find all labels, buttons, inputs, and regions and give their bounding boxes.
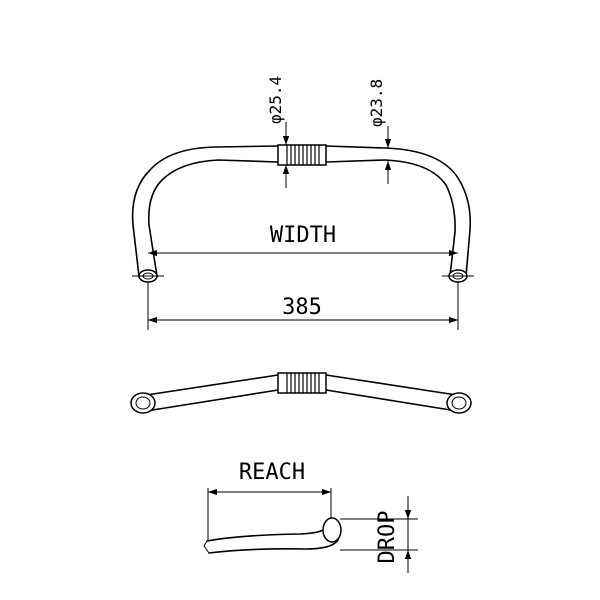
drop-label: DROP [375,511,400,564]
bar-outer-outline [131,145,472,277]
clamp-diameter-label: φ25.4 [266,76,285,124]
top-view [130,372,472,414]
drop-dimension: DROP [340,496,418,573]
reach-label: REACH [239,460,305,485]
front-view: φ25.4 φ23.8 WIDTH 385 [131,76,474,330]
side-view: REACH DROP [203,460,418,573]
reach-dimension: REACH [207,460,332,540]
width-label: WIDTH [270,223,336,248]
top-bar-end-right [446,392,472,414]
bar-diameter-label: φ23.8 [367,79,386,127]
top-clamp-body [277,372,327,394]
side-bar-outline [206,519,341,554]
side-clamp-end [322,517,342,543]
clamp-diameter-dimension: φ25.4 [266,76,290,188]
top-bar-end-left-hole [135,396,151,410]
clamp-body [277,144,327,166]
bar-diameter-dimension: φ23.8 [367,79,392,184]
top-bar-outline [139,374,464,413]
top-bar-end-right-hole [451,396,467,410]
overall-width-dimension: 385 [147,282,459,330]
stem-clamp-section [277,144,327,166]
bar-inner-outline [147,159,456,277]
width-dimension: WIDTH [148,223,458,257]
overall-width-value: 385 [282,295,322,320]
top-bar-end-left [130,392,156,414]
